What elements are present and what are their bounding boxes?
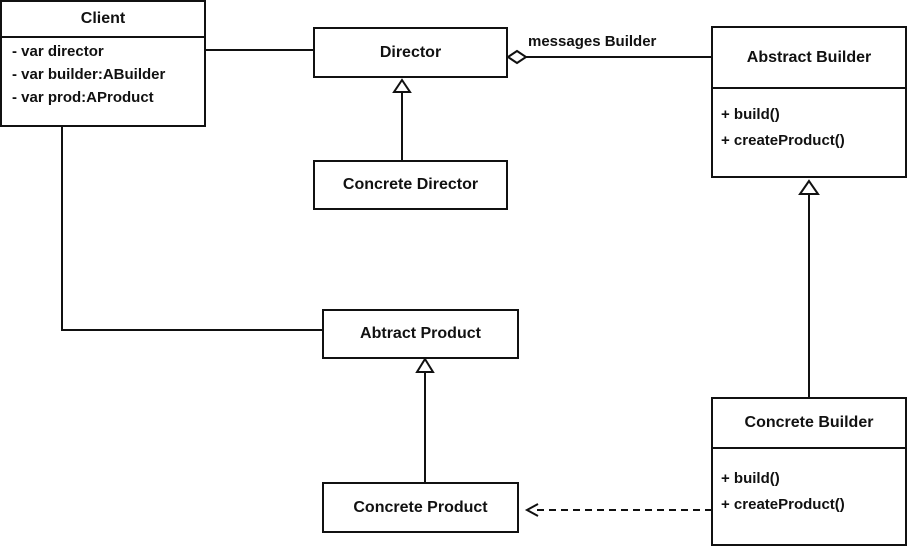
class-abstract-builder-operations: + build() + createProduct() [713,89,905,154]
dependency-arrowhead [524,503,539,517]
class-abstract-builder-name: Abstract Builder [713,28,905,89]
class-client: Client - var director - var builder:ABui… [0,0,206,127]
class-concrete-builder: Concrete Builder + build() + createProdu… [711,397,907,546]
class-client-name: Client [2,2,204,38]
class-concrete-builder-name: Concrete Builder [713,399,905,449]
director-generalization-arrowhead [392,78,412,93]
class-director-name: Director [379,43,442,61]
class-concrete-director: Concrete Director [313,160,508,210]
operation: + createProduct() [721,132,845,149]
client-product-association [61,126,323,331]
aggregation-diamond [506,49,528,65]
class-concrete-director-name: Concrete Director [342,176,479,193]
builder-generalization-arrowhead [798,179,820,195]
class-concrete-product-name: Concrete Product [353,498,488,516]
class-director: Director [313,27,508,78]
aggregation-label: messages Builder [528,33,657,50]
attribute: - var director [12,43,104,60]
operation: + build() [721,106,780,123]
operation: + build() [721,470,780,487]
attribute: - var builder:ABuilder [12,66,166,83]
class-abstract-product-name: Abtract Product [360,325,481,342]
class-client-attributes: - var director - var builder:ABuilder - … [2,38,204,109]
class-concrete-product: Concrete Product [322,482,519,533]
class-concrete-builder-operations: + build() + createProduct() [713,449,905,518]
operation: + createProduct() [721,496,845,513]
product-generalization-arrowhead [415,357,435,373]
attribute: - var prod:AProduct [12,89,154,106]
class-abstract-builder: Abstract Builder + build() + createProdu… [711,26,907,178]
class-abstract-product: Abtract Product [322,309,519,359]
